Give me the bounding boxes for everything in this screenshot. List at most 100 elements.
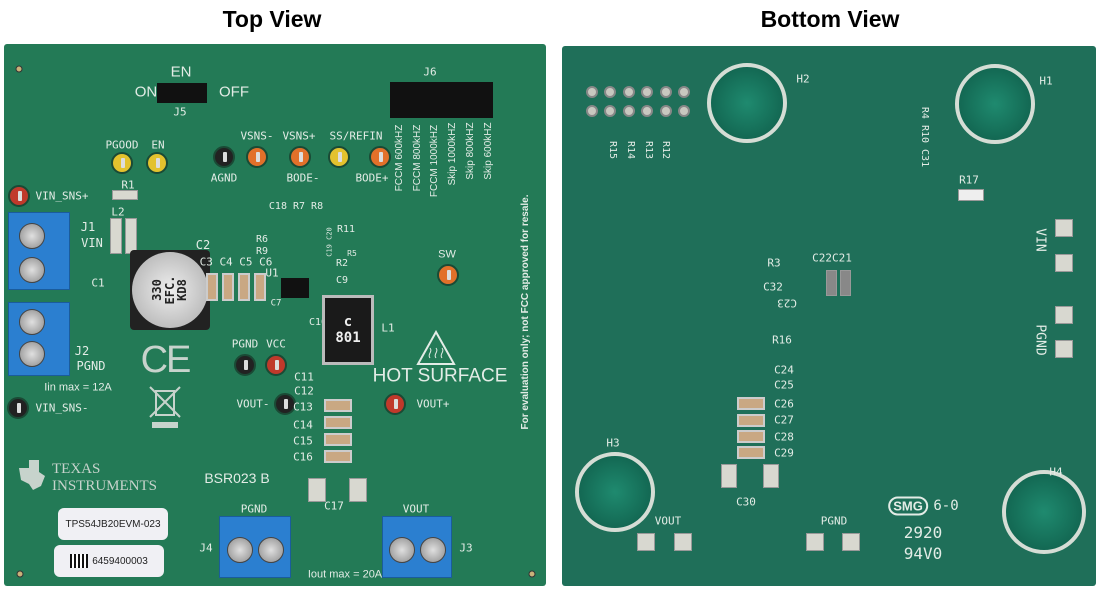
r17-resistor <box>958 189 984 201</box>
off-label: OFF <box>219 83 249 101</box>
flammability-rating: 94V0 <box>903 544 943 563</box>
iin-max-label: Iin max = 12A <box>44 381 112 394</box>
vsns-plus-test-point[interactable] <box>289 146 311 168</box>
via <box>623 105 635 117</box>
maker-suffix: 6-0 <box>933 498 959 514</box>
mounting-hole-h3 <box>575 452 655 532</box>
c16-label: C16 <box>293 450 313 464</box>
serial-number: 6459400003 <box>92 555 148 567</box>
mode-label: FCCM 800kHZ <box>412 124 423 192</box>
sw-test-point[interactable] <box>437 264 459 286</box>
vout-plus-test-point[interactable] <box>384 393 406 415</box>
c2-marking: 330 <box>150 279 165 301</box>
h1-label: H1 <box>1039 74 1053 88</box>
vout-minus-test-point[interactable] <box>274 393 296 415</box>
c32-label: C32 <box>763 280 783 294</box>
header-j6[interactable] <box>390 82 493 118</box>
c14-label: C14 <box>293 418 313 432</box>
c30-label: C30 <box>736 495 756 509</box>
l2-pad <box>110 218 122 254</box>
terminal-j4[interactable] <box>219 516 291 578</box>
on-label: ON <box>134 83 158 101</box>
h3-label: H3 <box>606 436 620 450</box>
en-test-point[interactable] <box>146 152 168 174</box>
smg-logo: SMG <box>888 496 928 516</box>
capacitor <box>737 446 765 459</box>
agnd-test-point[interactable] <box>213 146 235 168</box>
r15-label: R15 <box>607 140 618 160</box>
model-sticker: TPS54JB20EVM-023 <box>58 508 168 540</box>
vsns-minus-test-point[interactable] <box>246 146 268 168</box>
vcc-label: VCC <box>266 337 286 351</box>
via <box>660 86 672 98</box>
j5-label: J5 <box>173 105 187 119</box>
terminal-j3[interactable] <box>382 516 452 578</box>
c9-label: C9 <box>335 275 349 286</box>
r2-label: R2 <box>335 258 349 269</box>
en-tp-label: EN <box>151 138 165 152</box>
ss-refin-test-point[interactable] <box>328 146 350 168</box>
top-board-photo <box>4 44 546 586</box>
pad <box>1055 254 1073 272</box>
c26-label: C26 <box>774 397 794 411</box>
jumper-j5[interactable] <box>157 83 207 103</box>
j2-name: PGND <box>76 359 106 373</box>
vin-sns-plus-test-point[interactable] <box>8 185 30 207</box>
pgood-test-point[interactable] <box>111 152 133 174</box>
c13-label: C13 <box>293 400 313 414</box>
screw-icon <box>389 537 415 563</box>
vout-plus-label: VOUT+ <box>416 397 450 411</box>
capacitor <box>238 273 250 301</box>
c24-label: C24 <box>774 363 794 377</box>
pgood-label: PGOOD <box>105 138 139 152</box>
ss-refin-label: SS/REFIN <box>329 129 383 143</box>
pgnd-test-point[interactable] <box>234 354 256 376</box>
screw-icon <box>19 309 45 335</box>
l1-inductor: c 801 <box>322 295 374 365</box>
r16-label: R16 <box>772 333 792 347</box>
screw-icon <box>258 537 284 563</box>
via <box>623 86 635 98</box>
pad <box>1055 219 1073 237</box>
vout-pad-label: VOUT <box>654 514 682 528</box>
l2-label: L2 <box>111 205 125 219</box>
mode-label: FCCM 1000kHZ <box>429 124 440 198</box>
pad <box>806 533 824 551</box>
c22-c21-label: C22C21 <box>812 251 852 265</box>
j6-label: J6 <box>423 65 437 79</box>
c19-c20-label: C19 C20 <box>325 227 334 257</box>
c2-label: C2 <box>195 238 211 252</box>
pgnd-bottom-pad-label: PGND <box>820 514 848 528</box>
r12-label: R12 <box>660 140 671 160</box>
c30-pad <box>721 464 737 488</box>
c12-label: C12 <box>294 384 314 398</box>
top-view-title: Top View <box>222 6 322 32</box>
en-label: EN <box>170 63 192 81</box>
vcc-test-point[interactable] <box>265 354 287 376</box>
bode-plus-test-point[interactable] <box>369 146 391 168</box>
pgnd-right-pad-label: PGND <box>1032 324 1048 356</box>
bottom-view-title: Bottom View <box>760 6 900 32</box>
c17-pad <box>308 478 326 502</box>
terminal-j1[interactable] <box>8 212 70 290</box>
via <box>678 105 690 117</box>
terminal-j2[interactable] <box>8 302 70 376</box>
mode-label: FCCM 600kHZ <box>394 124 405 192</box>
screw-icon <box>19 341 45 367</box>
r11-label: R11 <box>336 224 356 235</box>
j1-name: VIN <box>81 236 103 250</box>
mode-label: Skip 1000kHZ <box>447 122 458 186</box>
vin-sns-minus-test-point[interactable] <box>7 397 29 419</box>
c7-label: C7 <box>270 298 282 309</box>
mode-label: Skip 800kHZ <box>465 122 476 180</box>
h2-label: H2 <box>796 72 810 86</box>
ti-logo-line1: TEXAS <box>52 461 101 477</box>
c11-label: C11 <box>294 370 314 384</box>
pad <box>674 533 692 551</box>
via <box>641 105 653 117</box>
c22-capacitor <box>826 270 837 296</box>
c29-label: C29 <box>774 446 794 460</box>
sw-label: SW <box>438 248 456 261</box>
screw-icon <box>19 257 45 283</box>
agnd-label: AGND <box>210 171 238 185</box>
